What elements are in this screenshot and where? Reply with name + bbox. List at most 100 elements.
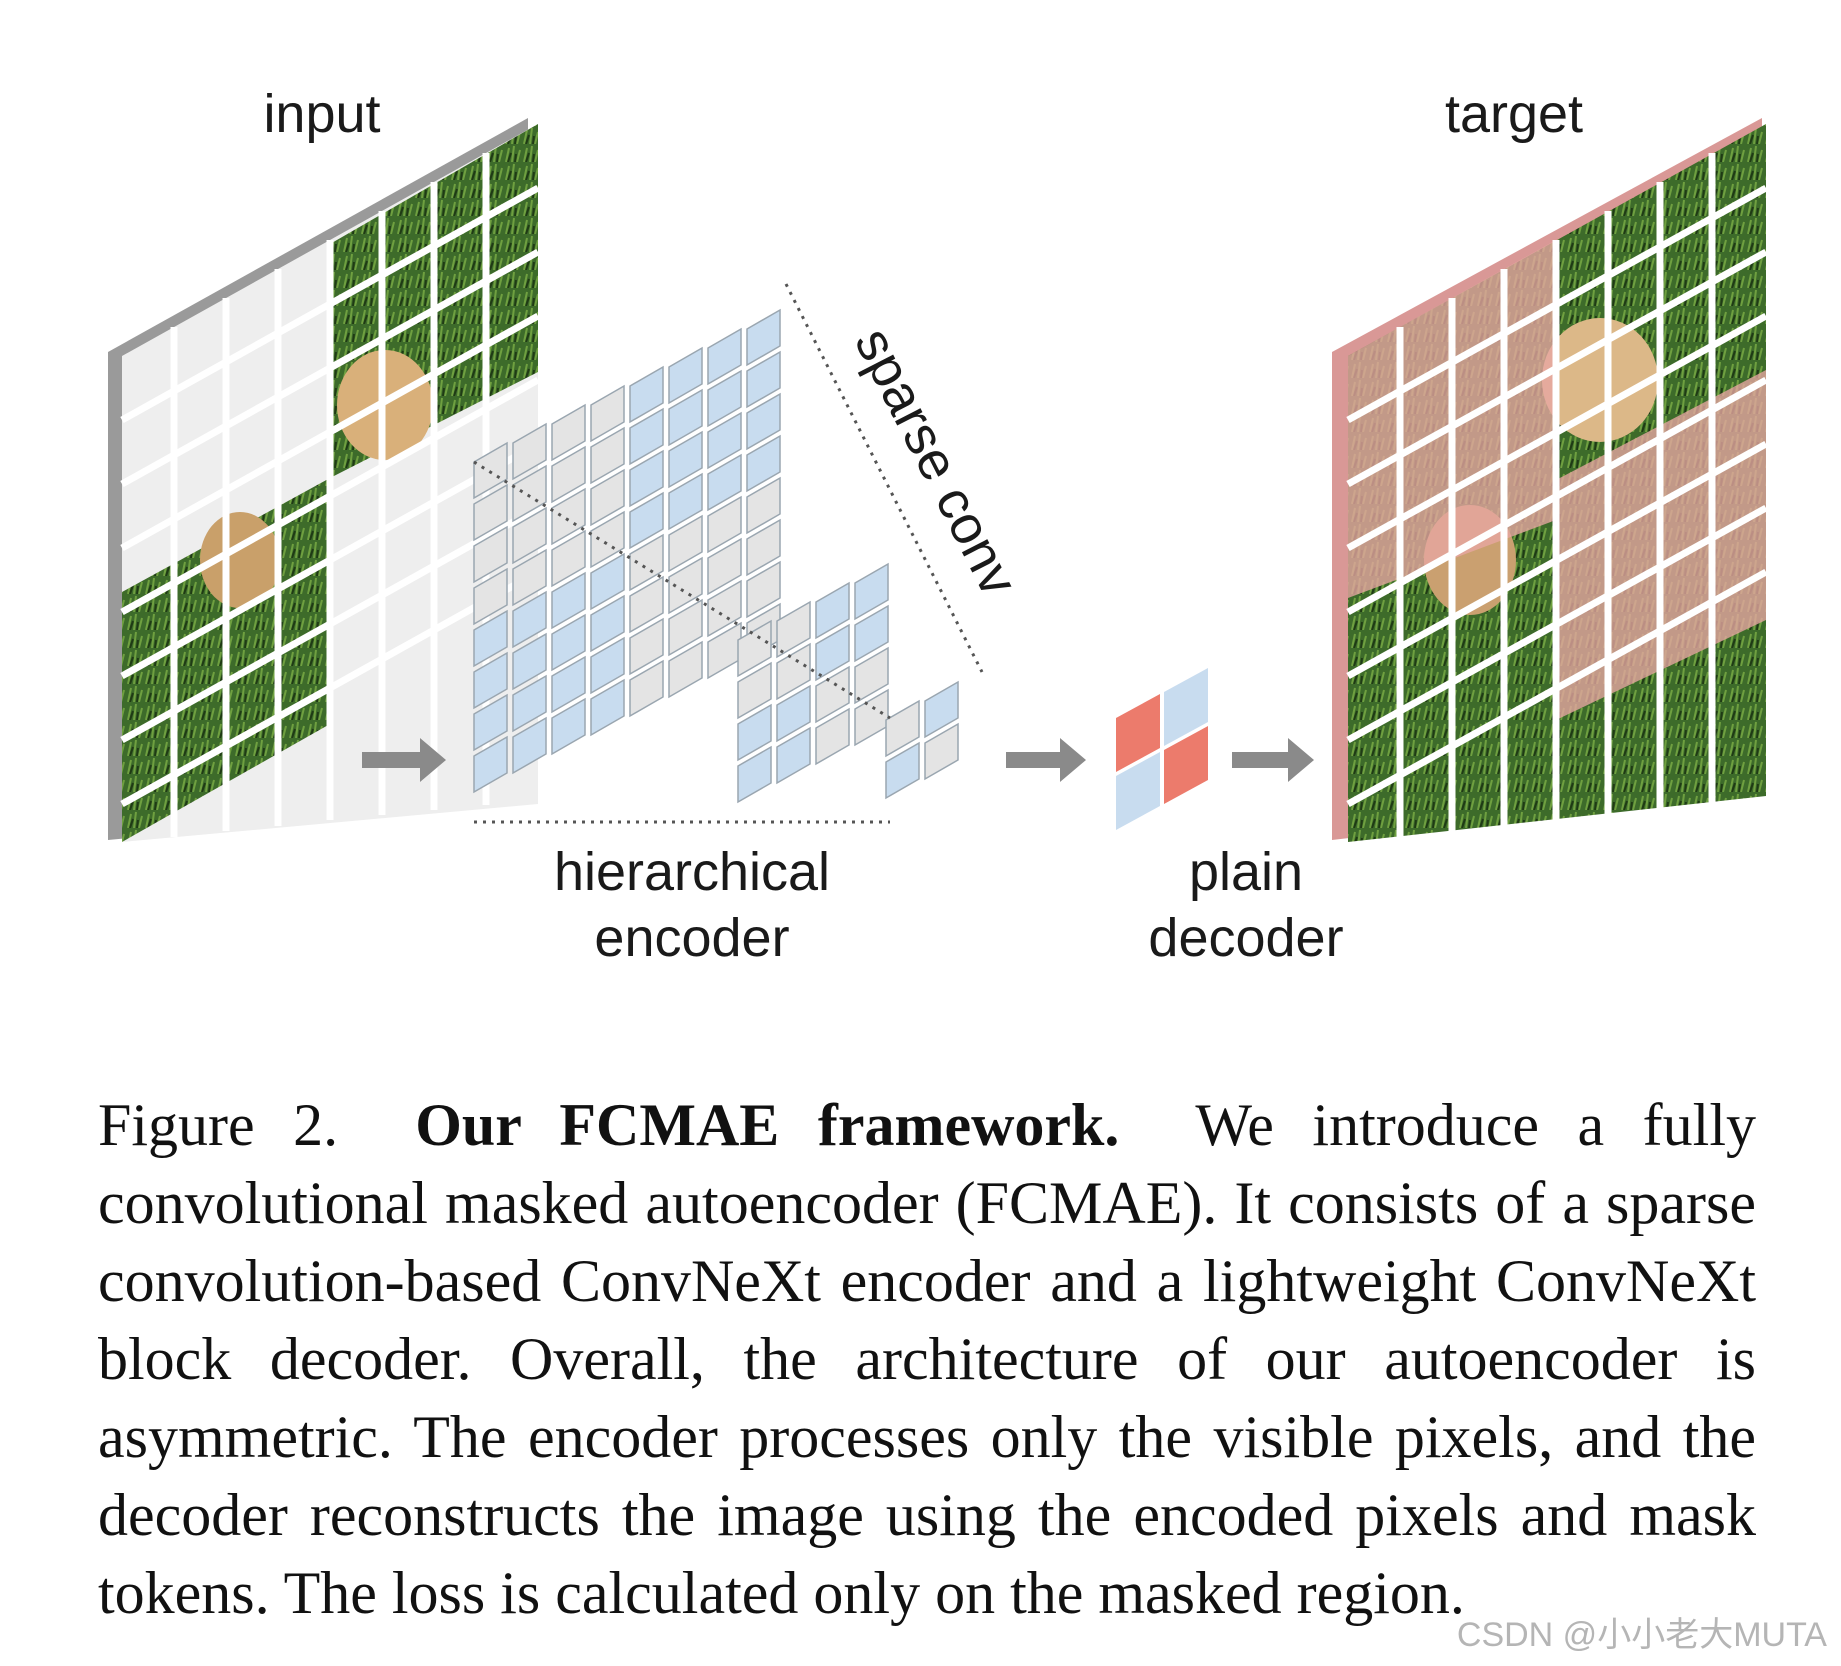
- feature-patch: [473, 525, 508, 584]
- feature-patch: [590, 636, 625, 695]
- feature-patch: [707, 579, 742, 638]
- feature-patch: [629, 659, 664, 718]
- encoder-label-line2: encoder: [594, 908, 789, 968]
- feature-patch: [815, 623, 850, 682]
- feature-patch: [512, 464, 547, 523]
- encoder-stage-2: [737, 562, 889, 804]
- feature-patch: [473, 609, 508, 668]
- feature-patch: [707, 411, 742, 470]
- feature-patch: [885, 699, 920, 758]
- feature-patch: [473, 693, 508, 752]
- feature-patch: [668, 388, 703, 447]
- feature-patch: [854, 604, 889, 663]
- caption-title: Our FCMAE framework.: [415, 1092, 1120, 1158]
- feature-patch: [629, 449, 664, 508]
- feature-patch: [668, 598, 703, 657]
- feature-patch: [885, 741, 920, 800]
- feature-patch: [737, 745, 772, 804]
- feature-patch: [815, 581, 850, 640]
- feature-patch: [629, 407, 664, 466]
- feature-patch: [629, 533, 664, 592]
- watermark: CSDN @小小老大MUTA: [1456, 1616, 1827, 1654]
- target-label: target: [1445, 84, 1583, 144]
- feature-patch: [551, 697, 586, 756]
- feature-patch: [551, 655, 586, 714]
- feature-patch: [551, 613, 586, 672]
- feature-patch: [512, 548, 547, 607]
- feature-patch: [629, 617, 664, 676]
- feature-patch: [473, 567, 508, 626]
- feature-patch: [473, 735, 508, 794]
- feature-patch: [746, 476, 781, 535]
- feature-patch: [551, 487, 586, 546]
- feature-patch: [746, 560, 781, 619]
- feature-patch: [512, 632, 547, 691]
- feature-patch: [737, 661, 772, 720]
- feature-patch: [776, 684, 811, 743]
- decoder-block: [1116, 668, 1208, 830]
- feature-patch: [590, 552, 625, 611]
- feature-patch: [746, 308, 781, 367]
- feature-patch: [746, 518, 781, 577]
- feature-patch: [854, 562, 889, 621]
- figure-caption: Figure 2. Our FCMAE framework. We introd…: [98, 1086, 1756, 1632]
- feature-patch: [629, 491, 664, 550]
- feature-patch: [746, 434, 781, 493]
- feature-patch: [590, 594, 625, 653]
- feature-patch: [668, 346, 703, 405]
- feature-patch: [737, 703, 772, 762]
- feature-patch: [551, 445, 586, 504]
- feature-patch: [668, 556, 703, 615]
- feature-patch: [776, 642, 811, 701]
- feature-patch: [668, 430, 703, 489]
- feature-patch: [590, 678, 625, 737]
- feature-patch: [668, 640, 703, 699]
- right-arrow-icon: [362, 738, 446, 782]
- feature-patch: [512, 674, 547, 733]
- sparse-conv-guides: [473, 283, 984, 824]
- encoder-label-line1: hierarchical: [554, 842, 830, 902]
- input-panel: [108, 118, 540, 842]
- feature-patch: [668, 514, 703, 573]
- feature-patch: [590, 510, 625, 569]
- feature-patch: [707, 369, 742, 428]
- decoder-label-line1: plain: [1189, 842, 1303, 902]
- decoder-label-line2: decoder: [1148, 908, 1343, 968]
- feature-patch: [737, 619, 772, 678]
- feature-patch: [776, 726, 811, 785]
- encoder-stage-1: [473, 308, 781, 794]
- feature-patch: [707, 537, 742, 596]
- feature-patch: [776, 600, 811, 659]
- target-panel: [1332, 118, 1768, 842]
- encoder-stage-3: [885, 680, 959, 800]
- right-arrow-icon: [1006, 738, 1086, 782]
- feature-patch: [590, 426, 625, 485]
- sparse-conv-label: sparse conv: [843, 318, 1029, 605]
- feature-patch: [668, 472, 703, 531]
- feature-patch: [512, 716, 547, 775]
- feature-patch: [707, 453, 742, 512]
- right-arrow-icon: [1232, 738, 1314, 782]
- feature-patch: [473, 483, 508, 542]
- feature-patch: [590, 384, 625, 443]
- feature-patch: [707, 495, 742, 554]
- feature-patch: [815, 707, 850, 766]
- caption-label: Figure 2.: [98, 1092, 339, 1158]
- feature-patch: [815, 665, 850, 724]
- caption-body: We introduce a fully convolutional maske…: [98, 1092, 1756, 1626]
- feature-patch: [924, 722, 959, 781]
- feature-patch: [512, 590, 547, 649]
- feature-patch: [924, 680, 959, 739]
- feature-patch: [707, 327, 742, 386]
- feature-patch: [590, 468, 625, 527]
- feature-patch: [512, 422, 547, 481]
- input-label: input: [263, 84, 380, 144]
- feature-patch: [629, 365, 664, 424]
- feature-patch: [551, 529, 586, 588]
- feature-patch: [746, 392, 781, 451]
- fcmae-diagram: input target sparse conv hierarchical en…: [108, 84, 1768, 968]
- feature-patch: [551, 571, 586, 630]
- feature-patch: [551, 403, 586, 462]
- feature-patch: [512, 506, 547, 565]
- feature-patch: [473, 651, 508, 710]
